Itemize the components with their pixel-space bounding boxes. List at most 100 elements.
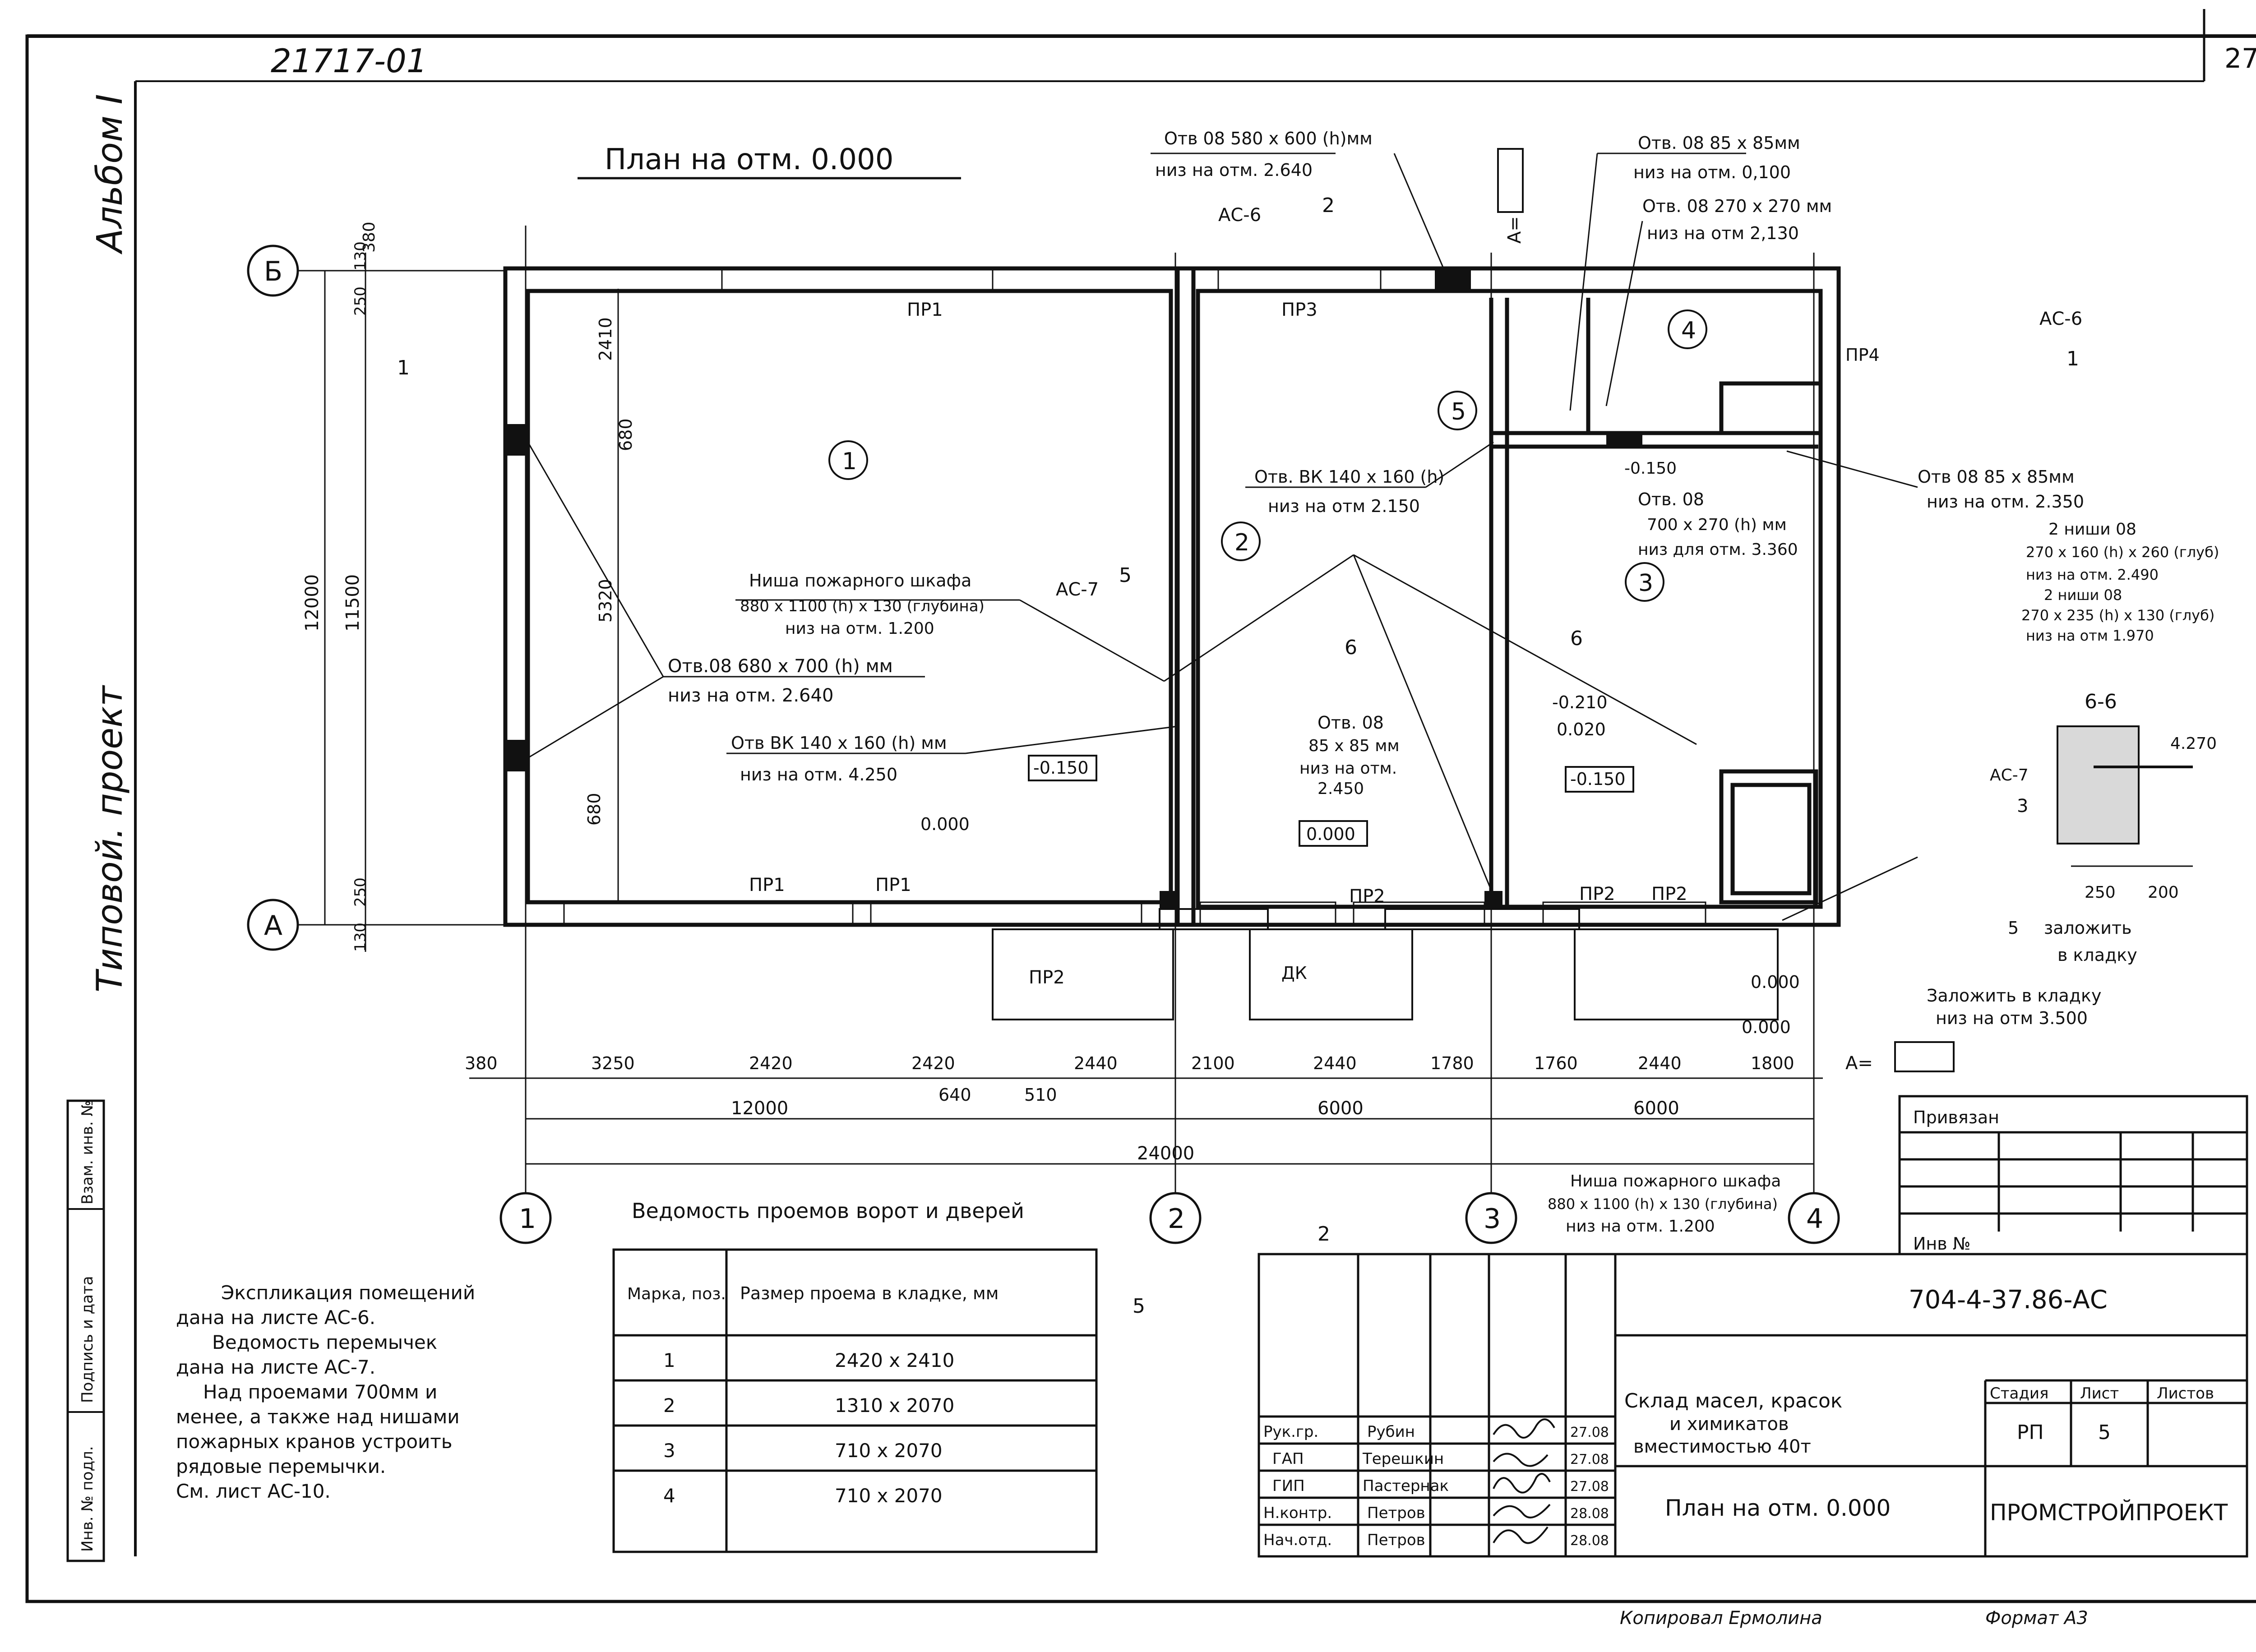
stamp-role-1: Рук.гр.	[1263, 1423, 1318, 1441]
stamp-stage: РП	[2017, 1421, 2044, 1444]
mark-pr1-bottom-a: ПР1	[749, 875, 785, 895]
dim-bottom-640: 640	[938, 1085, 971, 1105]
dim-bottom-2440a: 2440	[1074, 1053, 1118, 1073]
section-mark-1-left: 1	[397, 356, 410, 379]
annotation-4: низ на отм. 0,100	[1633, 162, 1791, 182]
room-markers	[828, 309, 1707, 602]
ramps	[992, 908, 1779, 1020]
section-6-6-brick: в кладку	[2057, 945, 2137, 965]
dim-bottom-2420a: 2420	[749, 1053, 793, 1073]
axis-label-2: 2	[1168, 1203, 1185, 1235]
axis-bubbles	[247, 245, 1840, 1244]
dim-bottom-1780: 1780	[1430, 1053, 1474, 1073]
album-label: Альбом I	[90, 94, 130, 255]
level-room3: -0.150	[1570, 769, 1626, 789]
annotation-28: 85 x 85 мм	[1308, 737, 1400, 755]
dimension-lines	[324, 253, 1823, 1165]
side-stamp-replace: Взам. инв. №	[79, 1100, 97, 1204]
stamp-object-2: и химикатов	[1669, 1414, 1789, 1435]
annotation-1: Отв 08 580 x 600 (h)мм	[1164, 129, 1373, 148]
dim-bottom-6000a: 6000	[1318, 1098, 1364, 1119]
section-6-6-level: 4.270	[2170, 734, 2217, 753]
stamp-code: 704-4-37.86-АС	[1909, 1285, 2108, 1315]
dim-left-12000: 12000	[302, 574, 323, 632]
stamp-name-1: Рубин	[1367, 1423, 1415, 1441]
room-number-3: 3	[1638, 570, 1653, 597]
section-6-6-5: 5	[2008, 918, 2019, 938]
annotation-11: низ для отм. 3.360	[1638, 540, 1798, 559]
mark-pr1-bottom-b: ПР1	[875, 875, 911, 895]
note-line-6: менее, а также над нишами	[176, 1406, 460, 1428]
annotation-7: Отв. ВК 140 x 160 (h)	[1254, 467, 1444, 487]
annotation-25: Отв ВК 140 x 160 (h) мм	[731, 733, 947, 753]
stamp-sheet-title: План на отм. 0.000	[1665, 1495, 1891, 1521]
dim-left-680b: 680	[584, 793, 604, 826]
mark-pr2-d: ПР2	[1651, 884, 1687, 904]
stamp-name-5: Петров	[1367, 1531, 1425, 1549]
section-mark-a-bottom: А=	[1845, 1053, 1873, 1074]
annotation-9: Отв. 08	[1638, 489, 1704, 509]
annotation-31: Ниша пожарного шкафа	[1570, 1172, 1781, 1191]
door-row-2-size: 1310 x 2070	[835, 1394, 954, 1417]
stamp-sheets-label: Листов	[2157, 1384, 2214, 1403]
stamp-object-3: вместимостью 40т	[1633, 1436, 1811, 1457]
door-schedule-header-mark: Марка, поз.	[627, 1285, 726, 1303]
section-mark-5-top: 5	[1119, 564, 1132, 587]
annotation-13: низ на отм. 2.350	[1927, 492, 2084, 512]
annotation-30: 2.450	[1318, 780, 1364, 798]
room-number-4: 4	[1681, 317, 1696, 344]
section-mark-ac6-top: АС-6	[1218, 205, 1261, 226]
mark-pr2-c: ПР2	[1579, 884, 1615, 904]
dim-left-380: 380	[360, 221, 379, 253]
stamp-inv-no: Инв №	[1913, 1234, 1970, 1254]
window-openings	[563, 268, 1706, 926]
level-box-room2	[1299, 820, 1368, 847]
level-room2: 0.000	[1306, 824, 1355, 844]
footer-copied: Копировал Ермолина	[1620, 1608, 1822, 1629]
mark-pr2-b: ПР2	[1349, 886, 1385, 907]
title-block	[1257, 1095, 2248, 1558]
section-6-6-title: 6-6	[2085, 690, 2117, 713]
stamp-sheet-label: Лист	[2080, 1384, 2119, 1403]
section-6-6-250: 250	[2085, 883, 2116, 902]
annotation-22: низ на отм. 1.200	[785, 619, 934, 638]
annotation-23: Отв.08 680 x 700 (h) мм	[668, 656, 893, 677]
section-mark-6-right: 6	[1570, 627, 1583, 650]
dim-left-250a: 250	[351, 286, 370, 316]
level-ramp-3: 0.000	[1742, 1017, 1791, 1037]
section-6-6-3: 3	[2017, 796, 2028, 817]
room-number-2: 2	[1234, 529, 1249, 556]
section-mark-a-box-bottom	[1894, 1041, 1955, 1072]
annotation-14: 2 ниши 08	[2048, 520, 2136, 539]
dim-bottom-380: 380	[465, 1053, 498, 1073]
level-room3-c: 0.020	[1557, 720, 1606, 739]
side-stamp: Взам. инв. № Подпись и дата Инв. № подл.	[66, 1099, 105, 1562]
note-line-3: Ведомость перемычек	[212, 1331, 437, 1353]
annotation-18: 270 x 235 (h) x 130 (глуб)	[2021, 607, 2214, 624]
axis-label-3: 3	[1484, 1203, 1501, 1235]
room-number-1: 1	[842, 448, 857, 475]
stamp-date-3: 27.08	[1570, 1479, 1609, 1495]
annotation-6: низ на отм 2,130	[1647, 223, 1799, 243]
annotation-17: 2 ниши 08	[2044, 586, 2122, 604]
door-schedule-header-size: Размер проема в кладке, мм	[740, 1283, 999, 1303]
dim-left-2410: 2410	[596, 317, 615, 361]
dim-left-11500: 11500	[342, 574, 363, 632]
plan-title: План на отм. 0.000	[605, 143, 893, 176]
note-line-1: Экспликация помещений	[221, 1282, 475, 1304]
mark-pr4: ПР4	[1845, 345, 1880, 365]
annotation-8: низ на отм 2.150	[1268, 496, 1420, 516]
sheet-page-number: 27	[2224, 43, 2256, 74]
annotation-5: Отв. 08 270 x 270 мм	[1642, 196, 1832, 216]
note-line-2: дана на листе АС-6.	[176, 1306, 375, 1329]
dim-bottom-510: 510	[1024, 1085, 1057, 1105]
door-row-1-size: 2420 x 2410	[835, 1349, 954, 1371]
door-row-3-mark: 3	[663, 1440, 675, 1462]
dim-left-680a: 680	[616, 418, 636, 451]
mark-pr1-top: ПР1	[907, 300, 943, 320]
section-mark-ac6-right: АС-6	[2039, 309, 2082, 329]
stamp-role-4: Н.контр.	[1263, 1504, 1332, 1522]
axis-label-1: 1	[519, 1203, 536, 1235]
mark-pr3: ПР3	[1281, 300, 1318, 320]
annotation-29: низ на отм.	[1299, 759, 1397, 778]
